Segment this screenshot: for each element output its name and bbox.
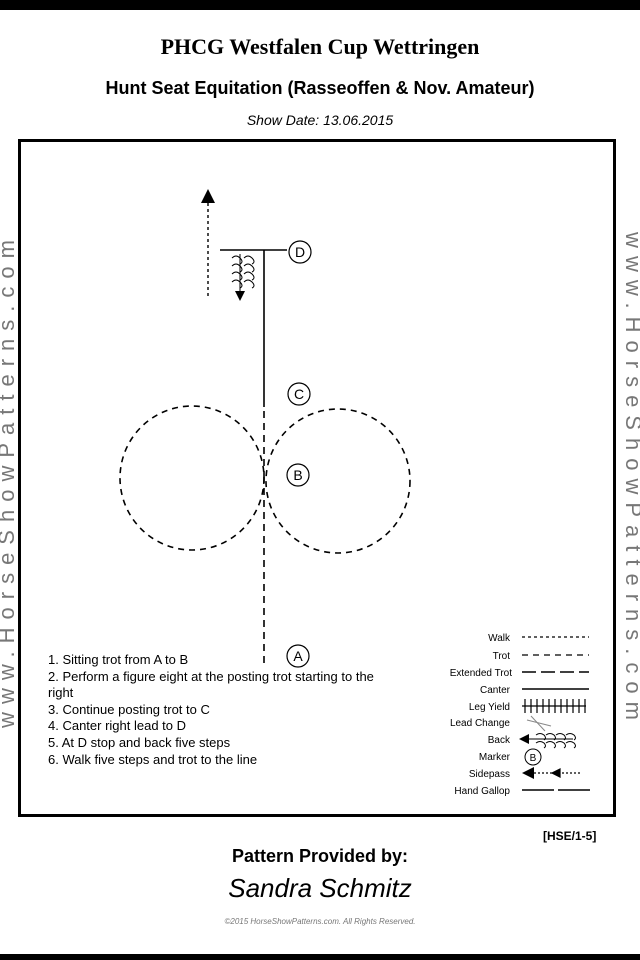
figure-eight-left-circle — [119, 405, 265, 551]
legend-lead-change-label: Lead Change — [450, 718, 510, 729]
legend-extended-trot-label: Extended Trot — [450, 668, 512, 679]
instructions-list: 1. Sitting trot from A to B 2. Perform a… — [48, 652, 388, 768]
figure-eight-right-circle — [265, 408, 411, 554]
legend-back-label: Back — [488, 735, 511, 746]
marker-a: A — [286, 644, 310, 668]
legend-hand-gallop-label: Hand Gallop — [454, 786, 510, 797]
show-date: Show Date: 13.06.2015 — [246, 112, 394, 128]
copyright-notice: ©2015 HorseShowPatterns.com. All Rights … — [224, 917, 416, 926]
instruction-5: 5. At D stop and back five steps — [48, 734, 231, 750]
instruction-6: 6. Walk five steps and trot to the line — [48, 751, 258, 767]
marker-c: C — [287, 382, 311, 406]
provided-by-heading: Pattern Provided by: — [231, 846, 409, 866]
legend-marker-letter: B — [530, 753, 537, 764]
legend-back-symbol — [519, 733, 576, 749]
legend-marker-circle — [524, 748, 542, 766]
page-title: PHCG Westfalen Cup Wettringen — [160, 34, 480, 59]
arena-frame — [18, 139, 616, 817]
top-border-bar — [0, 0, 640, 10]
legend-trot-label: Trot — [493, 651, 511, 662]
instruction-2: 2. Perform a figure eight at the posting… — [48, 668, 374, 701]
legend: Walk Trot Extended Trot Canter Leg Yield… — [450, 633, 590, 797]
legend-canter-label: Canter — [480, 685, 511, 696]
instruction-4: 4. Canter right lead to D — [48, 718, 187, 734]
marker-d-label: D — [295, 244, 305, 260]
marker-b-label: B — [293, 467, 302, 483]
bottom-border-bar — [0, 954, 640, 960]
legend-leg-yield-line — [522, 699, 586, 713]
legend-marker-label: Marker — [479, 752, 511, 763]
marker-c-label: C — [294, 386, 304, 402]
legend-leg-yield-label: Leg Yield — [469, 702, 510, 713]
legend-sidepass-symbol — [522, 767, 580, 779]
pattern-code: [HSE/1-5] — [543, 829, 597, 843]
instruction-1: 1. Sitting trot from A to B — [48, 652, 189, 667]
author-name: Sandra Schmitz — [228, 873, 412, 903]
instruction-3: 3. Continue posting trot to C — [48, 701, 210, 717]
legend-walk-label: Walk — [488, 633, 511, 644]
marker-d: D — [288, 240, 312, 264]
legend-sidepass-label: Sidepass — [469, 769, 510, 780]
back-steps — [231, 254, 255, 301]
marker-b: B — [286, 463, 310, 487]
class-subtitle: Hunt Seat Equitation (Rasseoffen & Nov. … — [105, 78, 535, 98]
legend-lead-change-symbol — [526, 715, 552, 732]
marker-a-label: A — [293, 648, 303, 664]
